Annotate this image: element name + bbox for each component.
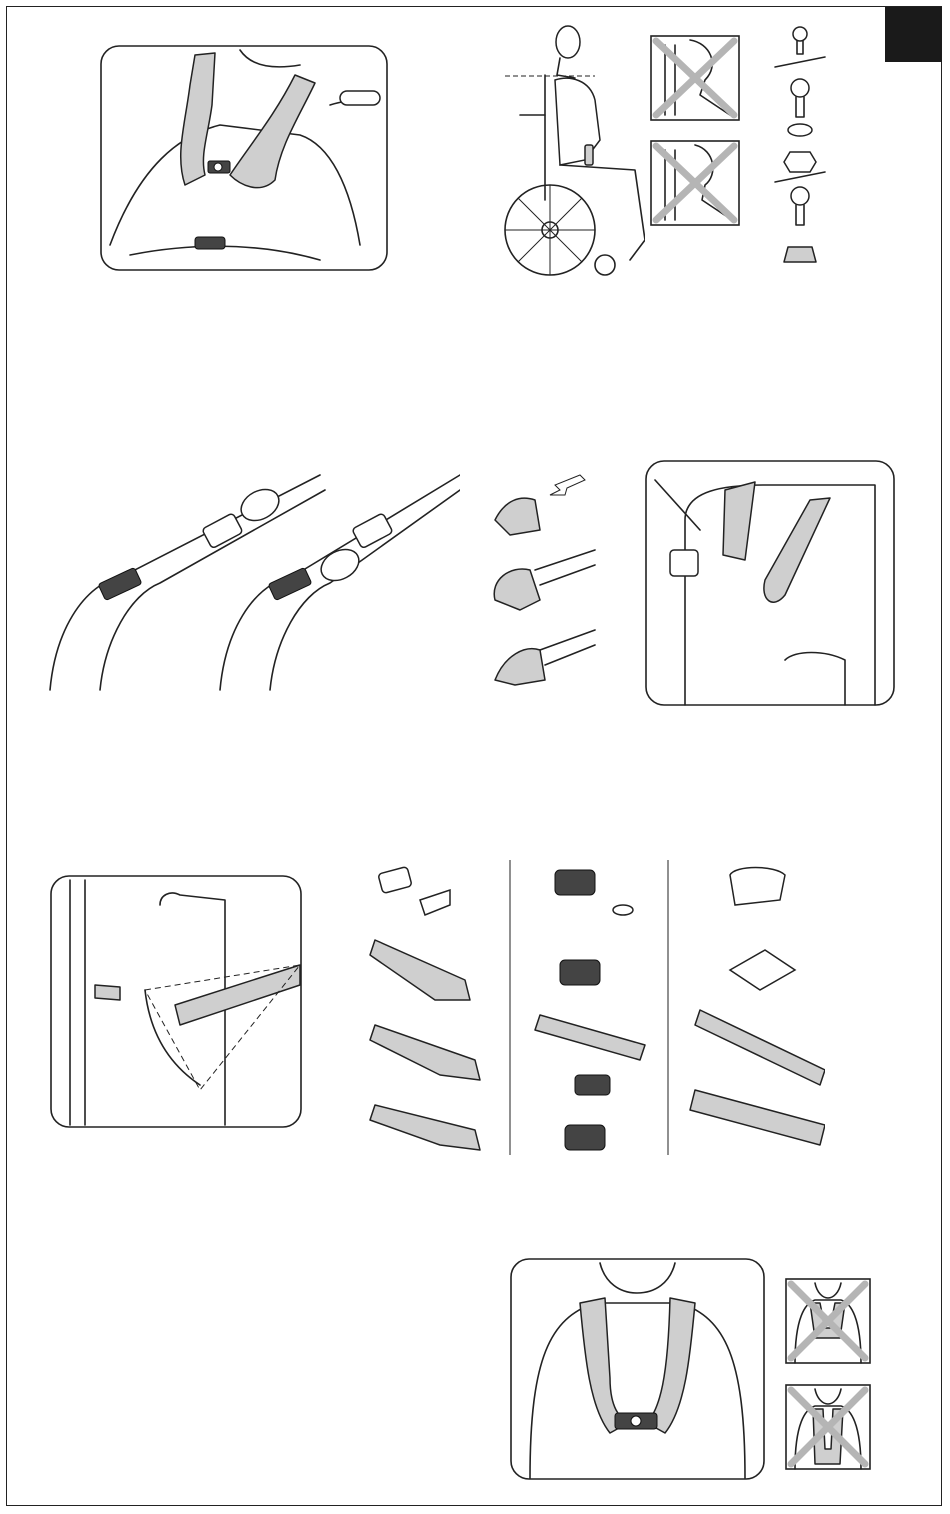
incorrect-head-position-bottom xyxy=(650,140,740,226)
washer-icon xyxy=(788,124,812,136)
screw-icon xyxy=(791,79,809,117)
incorrect-head-position-top xyxy=(650,35,740,121)
bracket-mounting-illustration xyxy=(645,460,895,706)
harness-closeup-illustration xyxy=(100,45,388,271)
t-nut-icon xyxy=(784,247,816,262)
screw-icon xyxy=(791,187,809,225)
mounting-angle-illustration xyxy=(50,875,302,1128)
fastener-options-illustration xyxy=(365,860,825,1160)
wheelchair-side-view-illustration xyxy=(495,20,645,280)
incorrect-fit-top xyxy=(785,1278,871,1364)
strap-buckle-variants-illustration xyxy=(40,465,460,695)
correct-fitted-harness-illustration xyxy=(510,1258,765,1480)
nut-icon xyxy=(784,152,816,172)
incorrect-fit-bottom xyxy=(785,1384,871,1470)
strap-threading-steps-illustration xyxy=(485,470,600,710)
fastener-parts-column xyxy=(770,22,830,272)
section-tab-marker xyxy=(885,7,942,62)
screw-icon xyxy=(793,27,807,54)
